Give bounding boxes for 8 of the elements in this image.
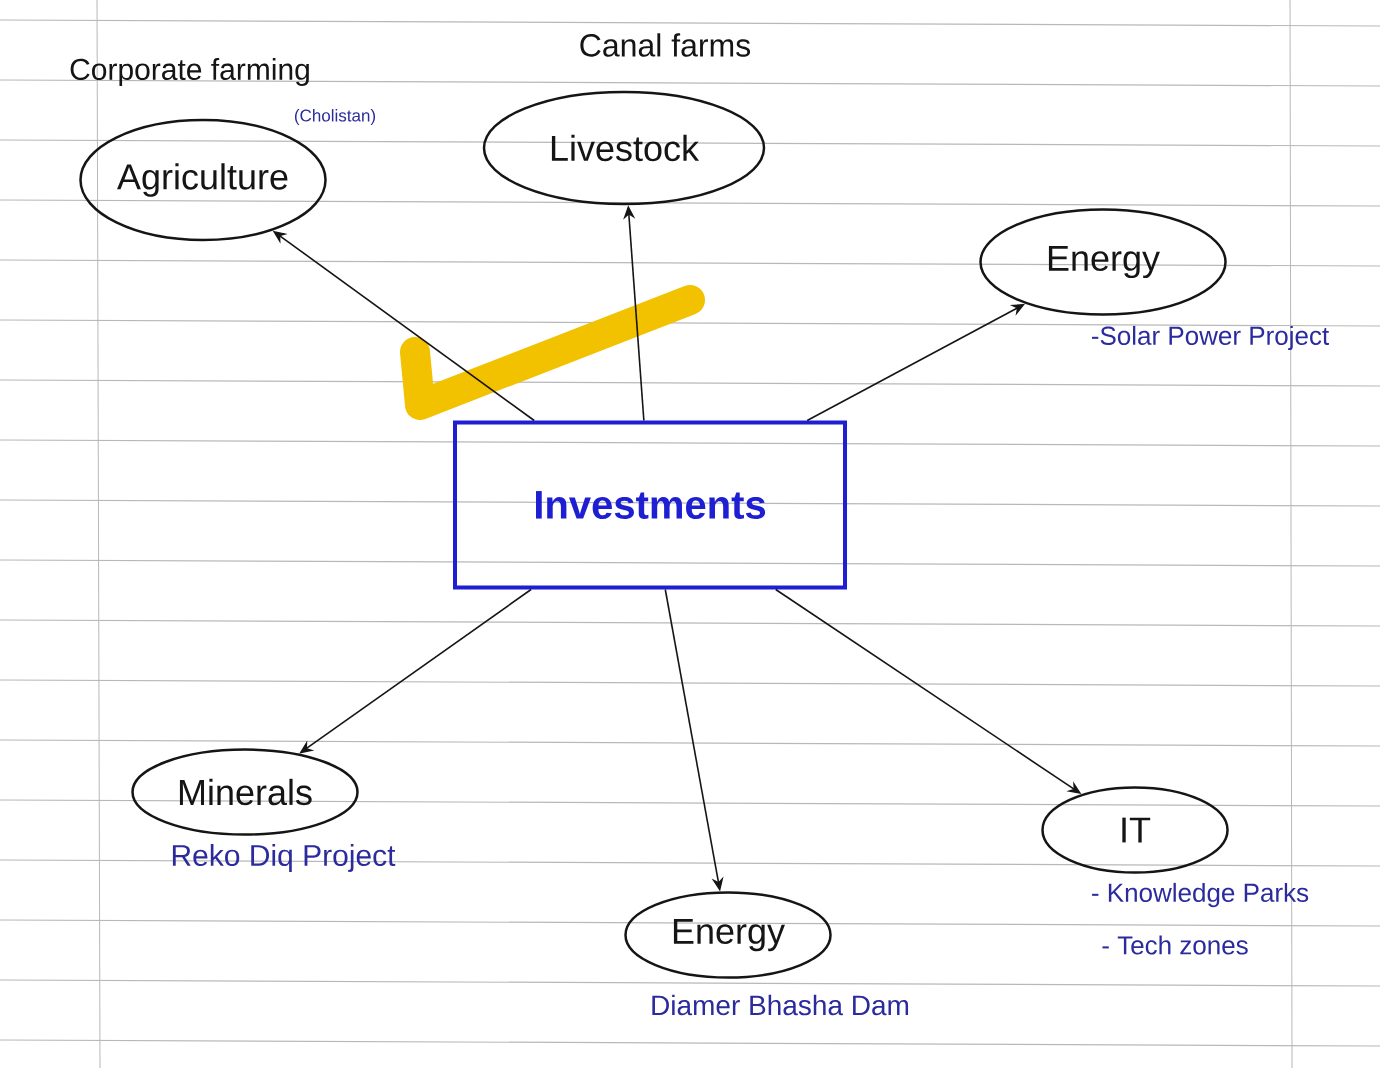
note-text: Diamer Bhasha Dam (652, 994, 909, 1016)
note-text: -Solar Power Project (1091, 325, 1329, 351)
investment-box: Investments (453, 420, 847, 590)
note-text: - Tech zones (1102, 935, 1248, 955)
note-text: - Knowledge Parks (1092, 882, 1309, 908)
note-text: Corporate farming (70, 58, 309, 86)
note-text: Canal farms (580, 33, 751, 57)
note-text: Reko Diq Project (172, 844, 396, 872)
